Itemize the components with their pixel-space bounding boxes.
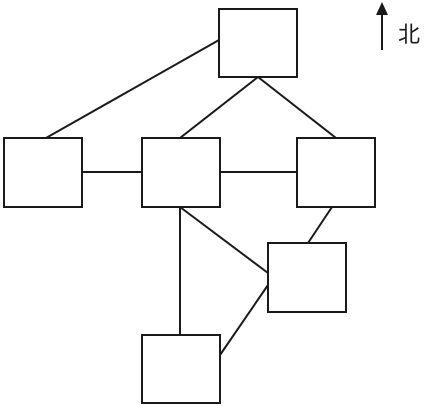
north-arrowhead-icon	[376, 2, 388, 15]
node-bottom	[141, 334, 221, 404]
connections	[45, 39, 337, 356]
north-indicator: 北	[376, 2, 420, 50]
edge-top-to-left	[45, 39, 220, 139]
edge-top-to-right	[257, 76, 337, 139]
edge-center-to-lower-right	[179, 206, 269, 274]
node-lower-right	[267, 242, 347, 313]
node-right	[296, 137, 376, 208]
edge-lower-right-to-bottom	[219, 284, 269, 356]
node-left	[3, 137, 83, 208]
edge-top-to-center	[179, 76, 259, 139]
node-center	[141, 137, 221, 208]
north-label: 北	[398, 23, 420, 48]
node-top	[218, 8, 298, 78]
edge-right-to-lower-right	[307, 206, 333, 244]
